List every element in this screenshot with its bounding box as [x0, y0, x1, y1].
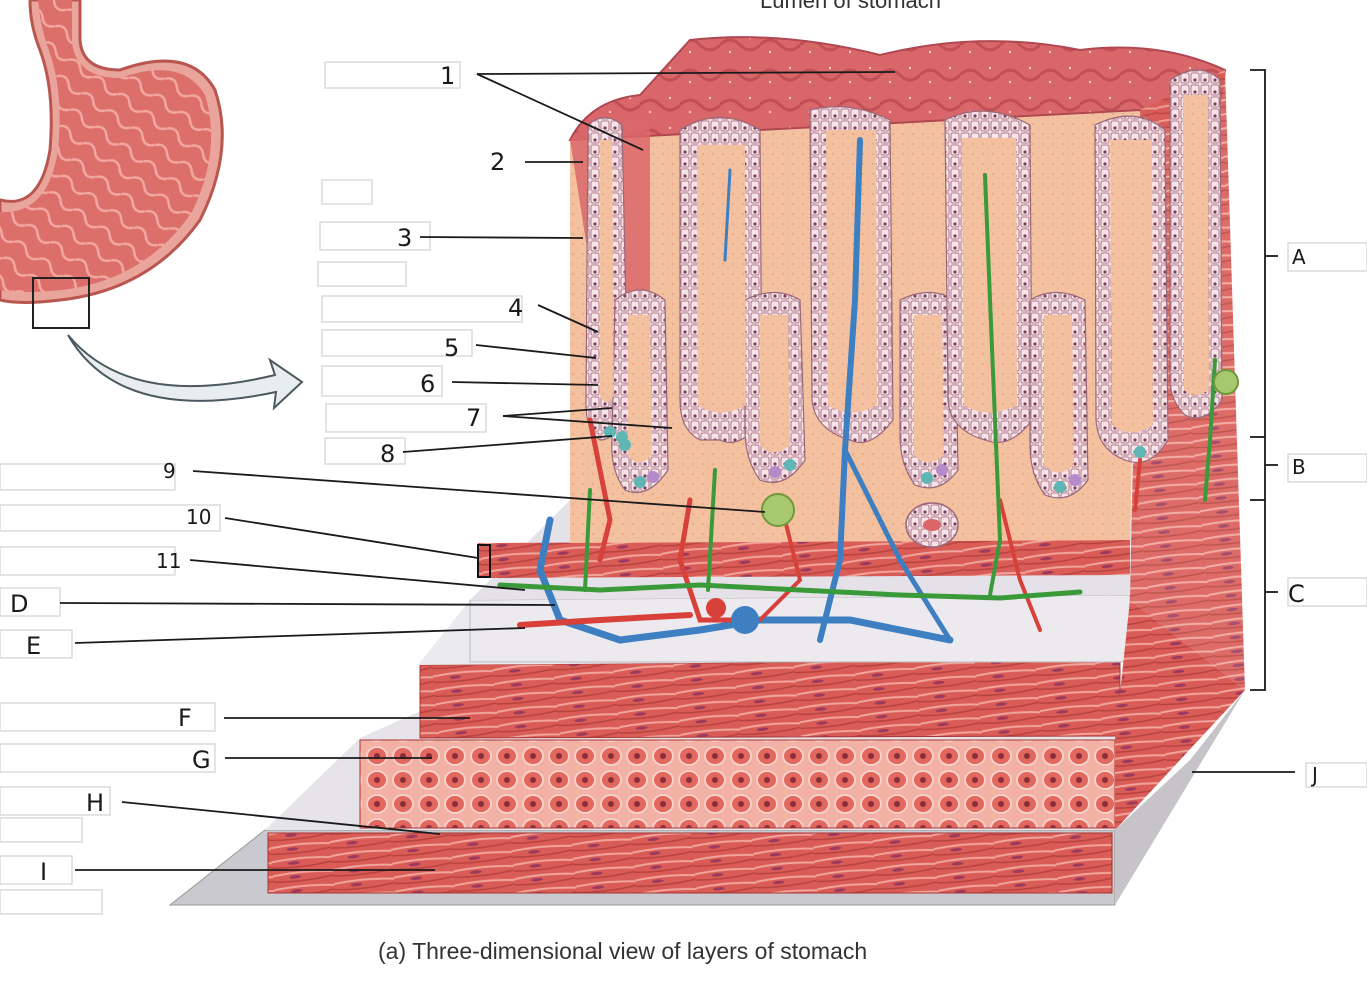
side-wall	[1115, 70, 1245, 905]
label-J: J	[1310, 763, 1318, 787]
label-5: 5	[444, 334, 459, 362]
label-2: 2	[490, 148, 505, 176]
stomach-thumbnail	[0, 0, 224, 329]
label-A: A	[1292, 245, 1306, 269]
label-10: 10	[186, 505, 211, 529]
leader-lines	[59, 69, 1295, 871]
lumen-title: Lumen of stomach	[760, 0, 941, 13]
label-H: H	[86, 789, 104, 817]
chief-parietal-cells	[604, 426, 1146, 493]
circular-muscle-layer	[359, 739, 1116, 829]
longitudinal-muscle-layer	[267, 832, 1113, 894]
lymphoid-nodule	[761, 493, 795, 527]
label-7: 7	[466, 404, 481, 432]
label-1: 1	[440, 62, 455, 90]
label-8: 8	[380, 440, 395, 468]
nerves	[497, 173, 1217, 601]
label-11: 11	[156, 549, 181, 573]
right-label-set: A B C J	[1288, 245, 1318, 787]
muscularis-mucosae-box	[477, 544, 491, 578]
label-D: D	[10, 590, 28, 618]
label-3: 3	[397, 224, 412, 252]
left-label-set: 1 2 3 4 5 6 7 8 9 10 11 D E F G H I	[10, 62, 523, 886]
oblique-muscle-layer	[419, 659, 1121, 739]
label-9: 9	[163, 459, 176, 483]
label-6: 6	[420, 370, 435, 398]
label-4: 4	[508, 294, 523, 322]
label-G: G	[192, 746, 211, 774]
muscularis-mucosae	[478, 540, 1130, 578]
label-C: C	[1288, 580, 1305, 608]
blood-vessels	[517, 137, 1142, 644]
answer-blanks	[0, 61, 1367, 915]
label-I: I	[40, 858, 47, 886]
lymphoid-nodule-right	[1213, 369, 1239, 395]
label-B: B	[1292, 455, 1306, 479]
zoom-arrow-icon	[67, 334, 304, 411]
label-E: E	[26, 632, 41, 660]
label-F: F	[178, 704, 192, 732]
figure-caption: (a) Three-dimensional view of layers of …	[378, 938, 867, 964]
